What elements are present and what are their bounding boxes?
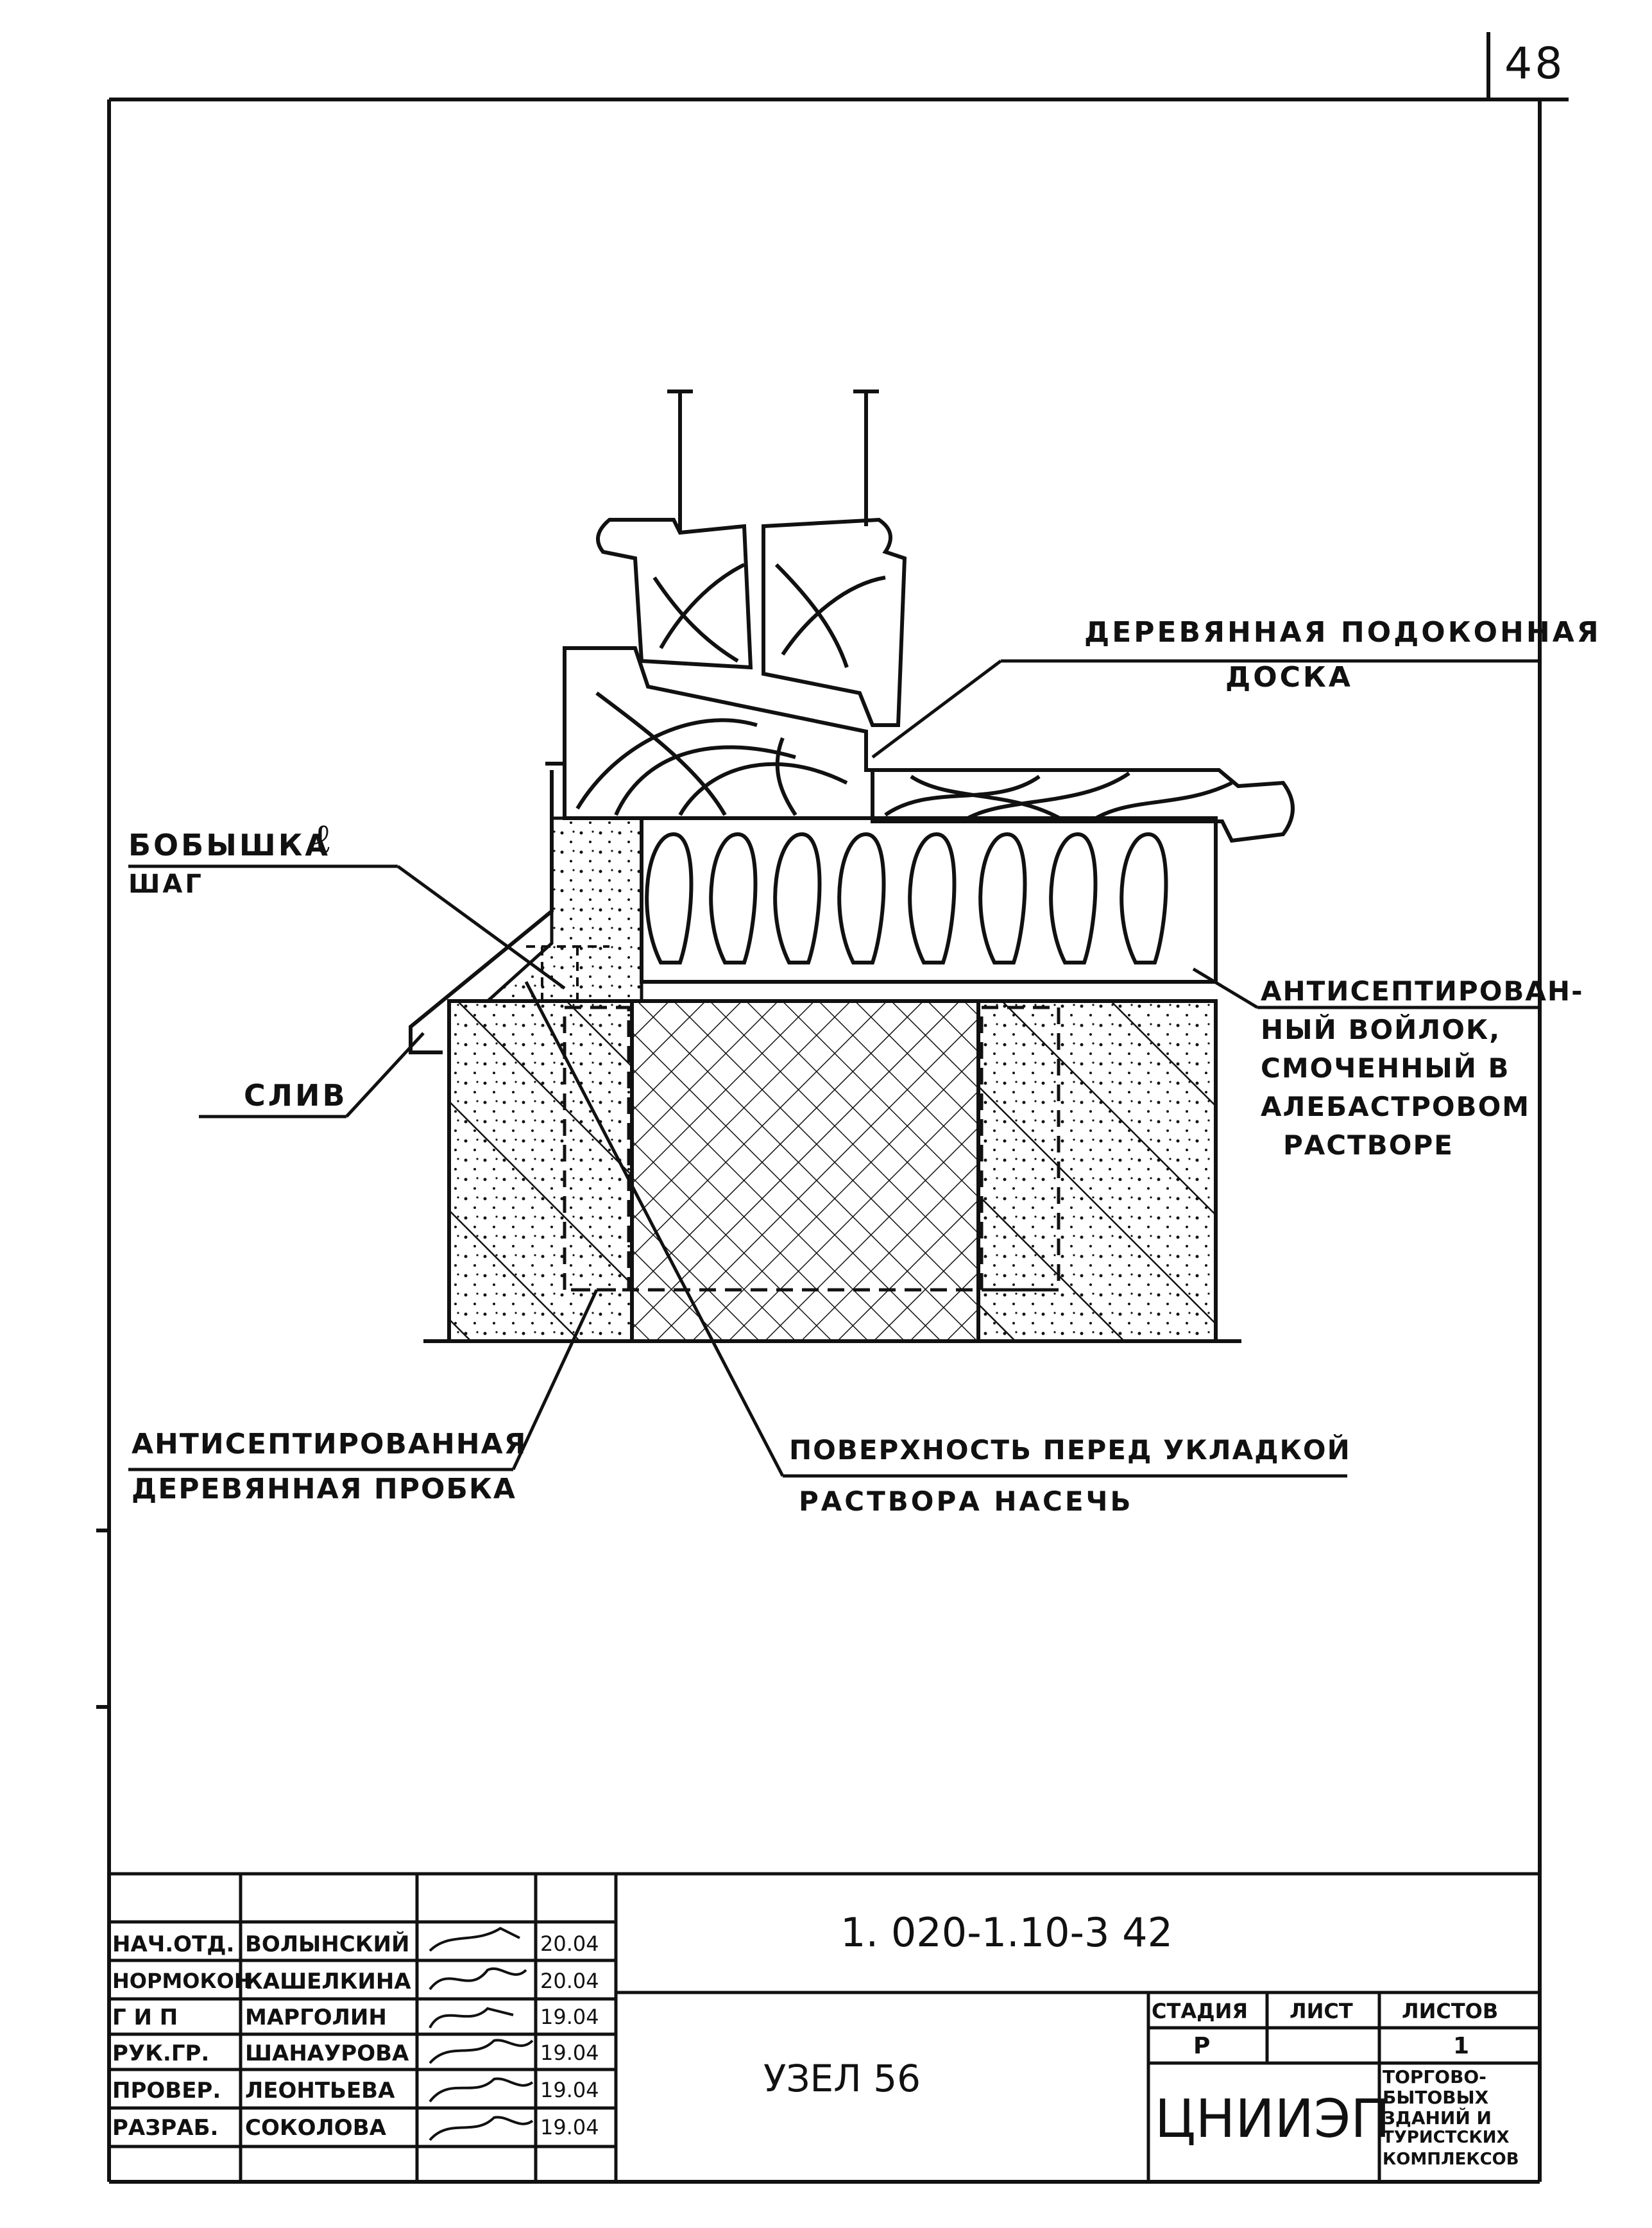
label-felt-line1: АНТИСЕПТИРОВАН- <box>1261 975 1584 1007</box>
staff-role: ПРОВЕР. <box>112 2078 221 2104</box>
label-felt-line5: РАСТВОРЕ <box>1283 1129 1454 1161</box>
staff-role: РУК.ГР. <box>112 2041 210 2066</box>
label-felt-line2: НЫЙ ВОЙЛОК, <box>1261 1014 1501 1045</box>
stage-header: СТАДИЯ <box>1152 1999 1248 2023</box>
staff-date: 19.04 <box>540 2005 599 2029</box>
staff-date: 20.04 <box>540 1932 599 1956</box>
boss-dashed <box>526 945 609 1001</box>
organization-desc-1: ТОРГОВО- <box>1383 2066 1486 2087</box>
label-felt-line3: СМОЧЕННЫЙ В <box>1261 1052 1510 1084</box>
label-boss-l: ℓ <box>314 815 332 863</box>
label-boss-line2: ШАГ <box>128 870 204 899</box>
signatures <box>429 1926 534 2141</box>
sheets-value: 1 <box>1453 2033 1470 2059</box>
mortar-fill <box>483 816 643 1003</box>
leader-lines <box>128 659 1540 1478</box>
label-plug-line1: АНТИСЕПТИРОВАННАЯ <box>132 1428 527 1461</box>
staff-date: 19.04 <box>540 2115 599 2139</box>
drip-flashing <box>409 770 554 1054</box>
organization-name: ЦНИИЭП <box>1155 2089 1390 2150</box>
organization-desc-2: БЫТОВЫХ <box>1383 2087 1489 2108</box>
drawing-title: УЗЕЛ 56 <box>763 2057 921 2100</box>
label-plug-line2: ДЕРЕВЯННАЯ ПРОБКА <box>132 1473 516 1505</box>
staff-role: НАЧ.ОТД. <box>112 1932 235 1957</box>
label-felt-line4: АЛЕБАСТРОВОМ <box>1261 1091 1531 1122</box>
staff-date: 19.04 <box>540 2041 599 2065</box>
staff-name: КАШЕЛКИНА <box>245 1969 411 1994</box>
organization-desc-4: ТУРИСТСКИХ <box>1383 2128 1510 2147</box>
staff-date: 20.04 <box>540 1969 599 1993</box>
sheets-header: ЛИСТОВ <box>1402 1999 1499 2023</box>
stage-value: Р <box>1193 2033 1211 2059</box>
window-frame <box>545 646 874 820</box>
sheet-header: ЛИСТ <box>1290 1999 1353 2023</box>
label-boss-line1: БОБЫШКА <box>128 828 330 862</box>
label-surface-line2: РАСТВОРА НАСЕЧЬ <box>799 1486 1134 1517</box>
staff-role: РАЗРАБ. <box>112 2115 219 2141</box>
staff-role: Г И П <box>112 2005 178 2030</box>
staff-name: ШАНАУРОВА <box>245 2041 409 2066</box>
drawing-frame <box>96 32 1569 2184</box>
staff-name: МАРГОЛИН <box>245 2005 387 2030</box>
window-sashes <box>596 390 907 727</box>
staff-name: ВОЛЫНСКИЙ <box>245 1932 410 1957</box>
staff-name: СОКОЛОВА <box>245 2115 386 2141</box>
title-block <box>109 1872 1540 2182</box>
staff-date: 19.04 <box>540 2078 599 2102</box>
felt-band <box>640 816 1218 984</box>
wall-section <box>423 999 1241 1343</box>
organization-desc-5: КОМПЛЕКСОВ <box>1383 2150 1519 2169</box>
sill-board <box>871 768 1295 843</box>
page-number: 48 <box>1504 39 1565 89</box>
staff-role: НОРМОКОН <box>112 1969 251 1993</box>
doc-code: 1. 020-1.10-3 42 <box>840 1909 1173 1956</box>
organization-desc-3: ЗДАНИЙ И <box>1383 2107 1492 2129</box>
wooden-plugs <box>563 1006 1060 1292</box>
label-sill-board-line1: ДЕРЕВЯННАЯ ПОДОКОННАЯ <box>1084 616 1601 649</box>
label-sill-board-line2: ДОСКА <box>1225 661 1353 694</box>
staff-name: ЛЕОНТЬЕВА <box>245 2078 395 2104</box>
label-surface-line1: ПОВЕРХНОСТЬ ПЕРЕД УКЛАДКОЙ <box>789 1434 1351 1466</box>
label-drip: СЛИВ <box>244 1078 348 1113</box>
